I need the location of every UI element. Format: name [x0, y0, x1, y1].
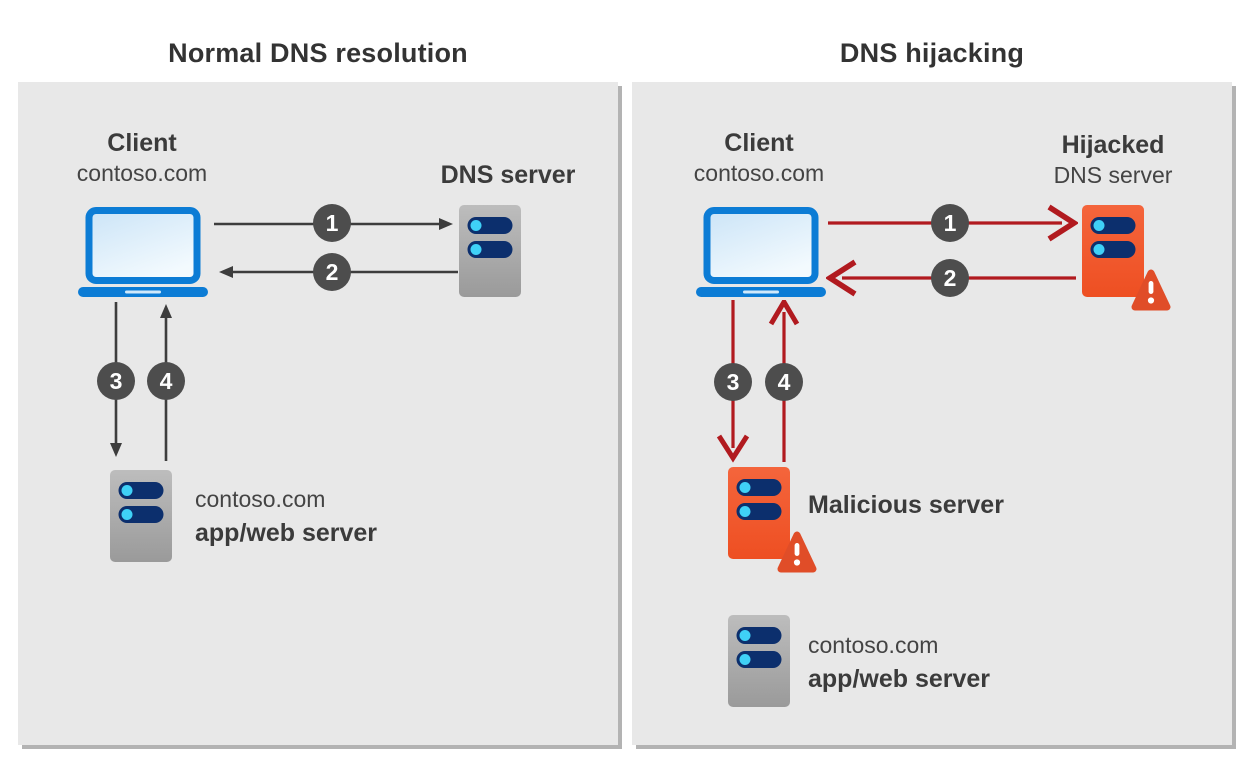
step-badge-3: 3 — [97, 362, 135, 400]
server-icon — [110, 470, 172, 562]
left-panel-title: Normal DNS resolution — [168, 38, 468, 68]
step-badge-3: 3 — [714, 363, 752, 401]
laptop-icon — [78, 207, 208, 297]
client-title: Client — [107, 129, 177, 157]
malicious-server-label: Malicious server — [808, 491, 1004, 519]
step-badge-2: 2 — [313, 253, 351, 291]
dns-server-label: DNS server — [440, 161, 576, 189]
client-label: Client contoso.com — [659, 128, 859, 188]
step-badge-1: 1 — [313, 204, 351, 242]
dns-hijacking-panel: Client contoso.com Hijacked DNS server — [632, 82, 1232, 745]
step-badge-1: 1 — [931, 204, 969, 242]
server-warning-icon — [1082, 205, 1171, 311]
laptop-icon — [696, 207, 826, 297]
client-subtitle: contoso.com — [693, 160, 825, 186]
client-subtitle: contoso.com — [76, 160, 208, 186]
warning-triangle-icon — [1131, 269, 1171, 311]
app-server-label: contoso.com app/web server — [195, 486, 378, 547]
server-icon — [459, 205, 521, 297]
app-server-label: contoso.com app/web server — [808, 632, 991, 693]
hijacked-dns-label: Hijacked DNS server — [1053, 131, 1173, 188]
warning-triangle-icon — [777, 531, 817, 573]
server-icon — [728, 615, 790, 707]
right-panel-title: DNS hijacking — [839, 38, 1025, 68]
client-label: Client contoso.com — [42, 128, 242, 188]
step-badge-4: 4 — [147, 362, 185, 400]
step-badge-2: 2 — [931, 259, 969, 297]
server-warning-icon — [728, 467, 817, 573]
step-badge-4: 4 — [765, 363, 803, 401]
client-title: Client — [724, 129, 794, 157]
normal-dns-panel: Client contoso.com DNS server 1 — [18, 82, 618, 745]
